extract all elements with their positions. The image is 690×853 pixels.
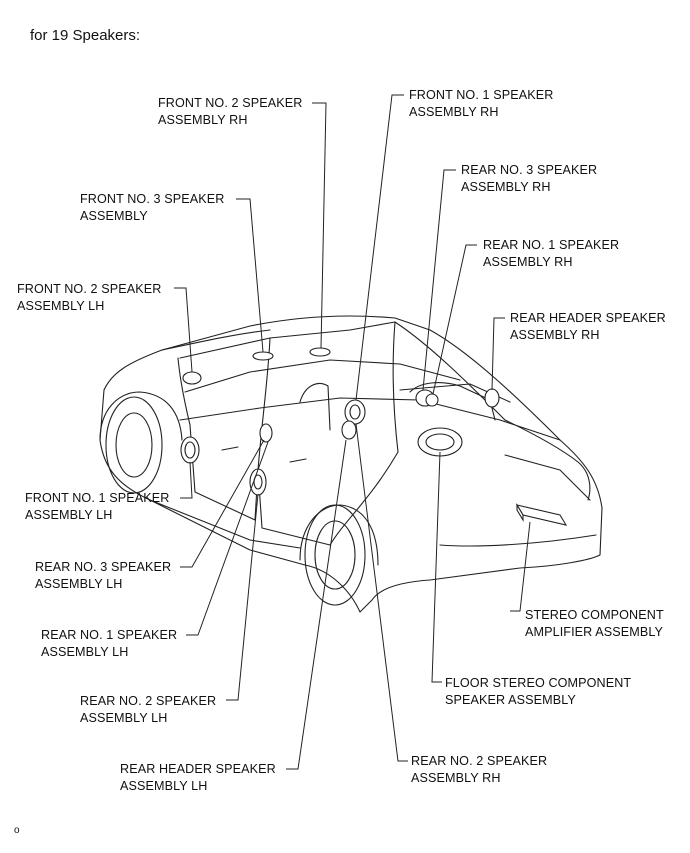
- front-seat: [299, 383, 331, 431]
- leader-front3: [236, 198, 264, 353]
- leader-rear1-rh: [432, 244, 477, 395]
- dash-line: [184, 359, 461, 393]
- front-wheel-arch: [99, 391, 183, 441]
- roof-line: [179, 321, 396, 359]
- belt-line: [179, 397, 561, 441]
- leader-rear3-lh: [180, 439, 265, 568]
- leader-rear1-lh: [186, 441, 269, 636]
- leader-floor-stereo: [431, 451, 442, 683]
- rocker-panel: [149, 499, 301, 549]
- door-handle-f: [221, 446, 239, 451]
- speaker-front1-rh-inner: [349, 404, 361, 420]
- speaker-front3: [252, 351, 274, 361]
- front-wheel-hub: [115, 412, 153, 478]
- stereo-amplifier: [515, 504, 568, 526]
- windshield: [161, 329, 271, 351]
- rear-window: [394, 321, 506, 421]
- leader-front1-lh: [180, 461, 193, 499]
- leader-stereo-amp: [510, 521, 531, 612]
- rear-wheel-arch: [299, 504, 379, 566]
- stereo-amplifier-side: [516, 503, 524, 522]
- rear-wheel: [304, 504, 366, 606]
- rear-wheel-hub: [314, 520, 356, 590]
- door-handle-r: [289, 458, 307, 463]
- speaker-rear1-rh: [425, 393, 439, 407]
- car-body: [99, 315, 603, 613]
- speaker-rear3-lh: [259, 423, 273, 443]
- a-pillar: [177, 357, 191, 426]
- leader-rear3-rh: [422, 169, 456, 391]
- b-pillar: [257, 337, 271, 471]
- speaker-floor-stereo-inner: [425, 433, 455, 451]
- figure-id: o: [14, 825, 20, 836]
- speaker-front2-lh: [182, 371, 202, 385]
- leader-rear2-rh: [355, 423, 408, 762]
- speaker-front2-rh: [309, 347, 331, 357]
- leader-rear2-lh: [226, 493, 259, 701]
- front-door: [189, 424, 259, 521]
- leader-front2-rh: [312, 102, 327, 349]
- page-heading: for 19 Speakers:: [30, 27, 141, 44]
- trunk-lid: [504, 419, 591, 501]
- leader-rear-header-rh: [491, 317, 505, 391]
- speaker-rear-header-lh: [341, 420, 357, 440]
- leader-front2-lh: [174, 287, 193, 373]
- speakers: [180, 347, 568, 526]
- tail-lamp: [504, 454, 591, 501]
- leader-lines: [174, 94, 531, 770]
- front-wheel: [105, 396, 163, 494]
- speaker-front1-lh-inner: [184, 441, 196, 459]
- c-pillar: [392, 321, 399, 453]
- leader-front1-rh: [355, 94, 404, 401]
- rear-door: [257, 451, 399, 546]
- car-silhouette: [99, 315, 603, 613]
- speaker-rear-header-rh: [484, 388, 500, 408]
- leader-rear-header-lh: [286, 439, 347, 770]
- rear-bumper: [439, 534, 597, 547]
